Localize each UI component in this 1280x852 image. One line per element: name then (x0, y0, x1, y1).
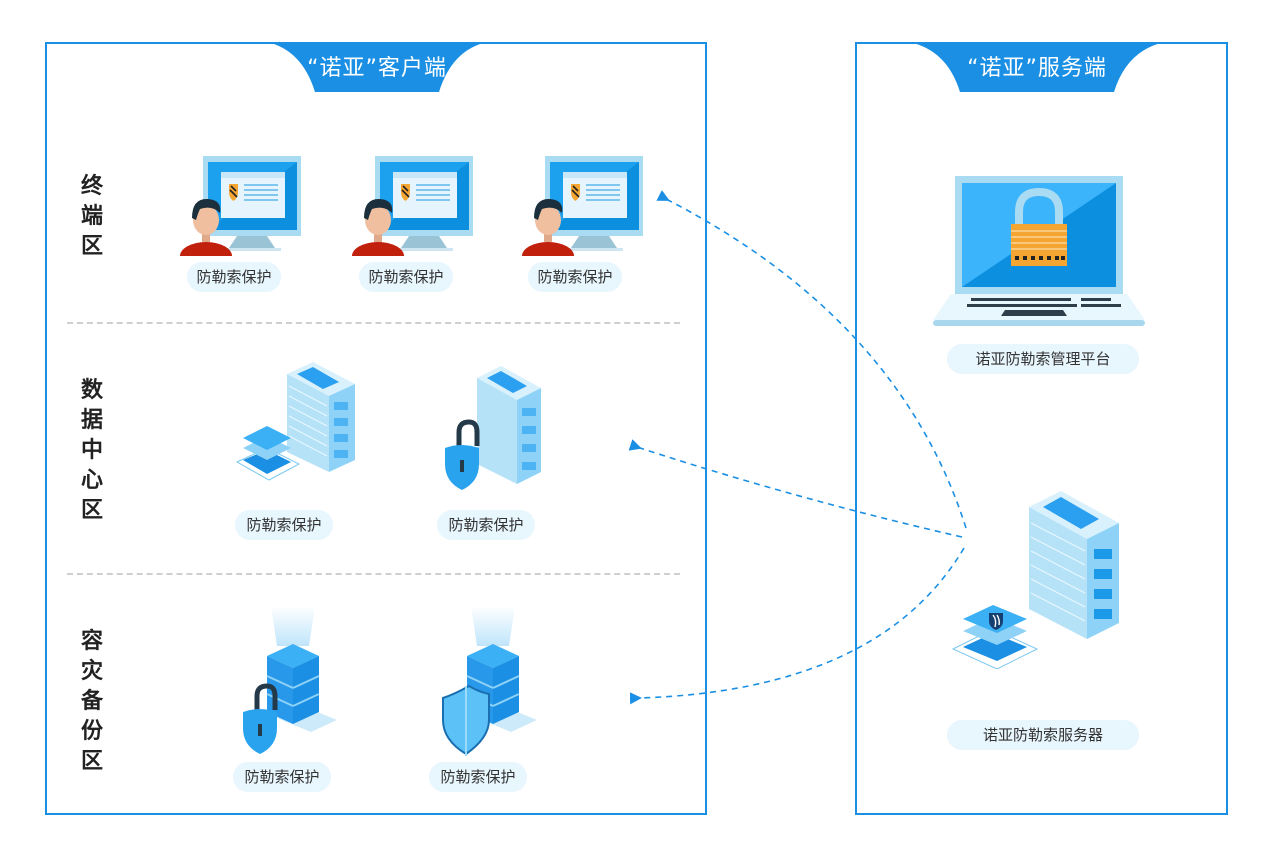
backup-item-1-label: 防勒索保护 (233, 762, 331, 792)
server-rack-with-stack-icon (227, 362, 367, 506)
zone-char: 中 (80, 438, 103, 463)
zone-char: 容 (80, 629, 103, 654)
server-panel-header: “诺亚”服务端 (909, 42, 1165, 92)
zone-label-terminal: 终 端 区 (77, 172, 107, 262)
zone-char: 终 (80, 174, 103, 199)
terminal-item-1-label: 防勒索保护 (187, 262, 281, 292)
server-rack-with-padlock-icon (437, 366, 557, 510)
client-panel-title: “诺亚”客户端 (307, 56, 447, 81)
zone-label-datacenter: 数 据 中 心 区 (77, 376, 107, 526)
zone-divider (67, 573, 680, 575)
terminal-item-3-label: 防勒索保护 (528, 262, 622, 292)
zone-label-backup: 容 灾 备 份 区 (77, 627, 107, 777)
zone-char: 备 (80, 689, 103, 714)
zone-char: 区 (80, 749, 103, 774)
backup-server-padlock-icon (237, 606, 357, 760)
user-monitor-shield-icon (517, 156, 647, 270)
server-panel: “诺亚”服务端 诺亚防勒索管理平台 (855, 42, 1228, 815)
zone-char: 区 (80, 498, 103, 523)
backup-item-2-label: 防勒索保护 (429, 762, 527, 792)
zone-divider (67, 322, 680, 324)
client-panel: “诺亚”客户端 终 端 区 防勒索保护 (45, 42, 707, 815)
zone-char: 据 (80, 408, 103, 433)
zone-char: 灾 (80, 659, 103, 684)
ransomware-server-label: 诺亚防勒索服务器 (947, 720, 1139, 750)
zone-char: 数 (80, 378, 103, 403)
zone-char: 区 (80, 234, 103, 259)
terminal-item-2-label: 防勒索保护 (359, 262, 453, 292)
server-rack-with-logo-icon (947, 489, 1127, 673)
datacenter-item-1-label: 防勒索保护 (235, 510, 333, 540)
zone-char: 心 (80, 468, 103, 493)
header-tab-shape (267, 42, 487, 92)
zone-char: 份 (80, 719, 103, 744)
laptop-padlock-icon (931, 174, 1151, 338)
header-tab-shape (909, 42, 1165, 92)
server-panel-title: “诺亚”服务端 (967, 56, 1107, 81)
management-platform-label: 诺亚防勒索管理平台 (947, 344, 1139, 374)
datacenter-item-2-label: 防勒索保护 (437, 510, 535, 540)
user-monitor-shield-icon (175, 156, 305, 270)
backup-server-shield-icon (437, 606, 557, 764)
client-panel-header: “诺亚”客户端 (267, 42, 487, 92)
user-monitor-shield-icon (347, 156, 477, 270)
zone-char: 端 (80, 204, 103, 229)
